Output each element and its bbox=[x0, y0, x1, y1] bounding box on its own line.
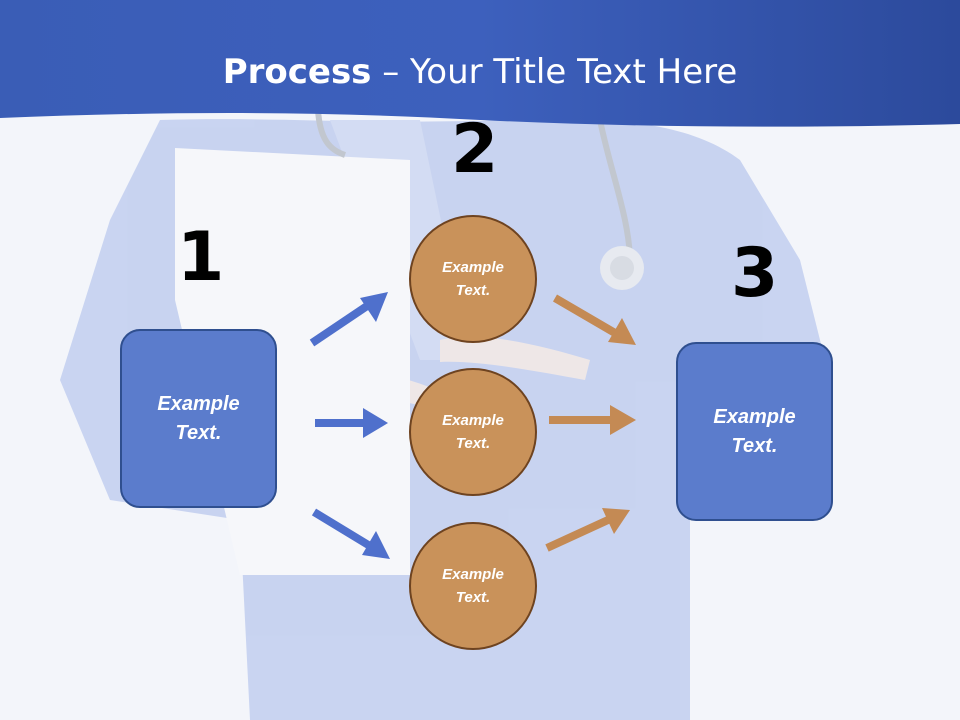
step-2-circle-bottom: Example Text. bbox=[409, 522, 537, 650]
step-3-number: 3 bbox=[731, 234, 779, 313]
step-2-circle-middle: Example Text. bbox=[409, 368, 537, 496]
header-band bbox=[0, 0, 960, 127]
title-rest: – Your Title Text Here bbox=[371, 52, 738, 92]
arrow-1-to-top bbox=[309, 292, 388, 347]
arrow-top-to-3 bbox=[552, 294, 636, 345]
step-2-circle-top: Example Text. bbox=[409, 215, 537, 343]
step-1-number: 1 bbox=[177, 218, 225, 297]
step-3-box: Example Text. bbox=[676, 342, 833, 521]
step-2-number: 2 bbox=[451, 110, 499, 189]
arrow-1-to-middle bbox=[315, 408, 388, 438]
slide-title: Process – Your Title Text Here bbox=[0, 52, 960, 92]
arrow-1-to-bottom bbox=[311, 508, 390, 559]
arrow-middle-to-3 bbox=[549, 405, 636, 435]
title-bold: Process bbox=[222, 52, 372, 92]
step-1-box: Example Text. bbox=[120, 329, 277, 508]
arrow-bottom-to-3 bbox=[545, 508, 630, 552]
